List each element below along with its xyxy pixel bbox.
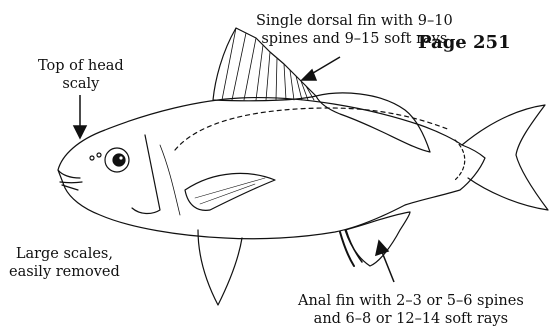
tail-fin [462,105,548,210]
head-label-line-2: scaly [38,75,124,93]
anal-fin [345,212,410,266]
scales-label-line-2: easily removed [9,263,120,281]
fish-body-outline [58,98,485,239]
anal-fin-label-line-1: Anal fin with 2–3 or 5–6 spines [298,292,524,310]
pelvic-fin [198,230,242,305]
dorsal-fin-label-line-1: Single dorsal fin with 9–10 [256,12,453,30]
anal-fin-label: Anal fin with 2–3 or 5–6 spines and 6–8 … [298,292,524,328]
anal-fin-label-line-2: and 6–8 or 12–14 soft rays [298,310,524,328]
scales-label-line-1: Large scales, [9,245,120,263]
head-label-line-1: Top of head [38,57,124,75]
page-number: Page 251 [418,32,511,53]
scales-label: Large scales, easily removed [9,245,120,281]
anal-arrow [382,252,394,282]
head-label: Top of head scaly [38,57,124,93]
gill-cover [132,135,160,214]
